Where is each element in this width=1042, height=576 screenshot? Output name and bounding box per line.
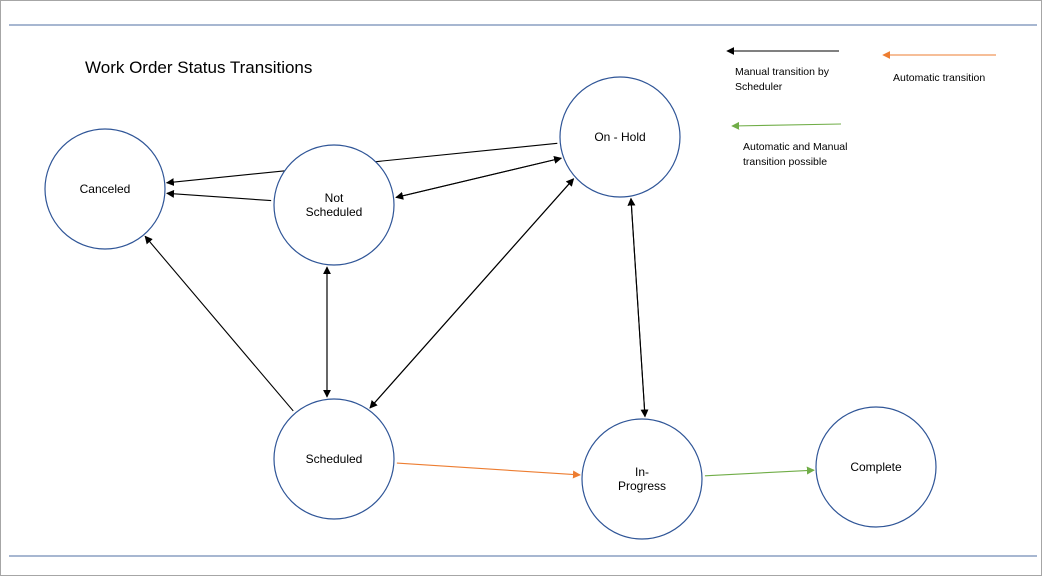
node-circle: [559, 76, 681, 198]
node-label: Not: [325, 191, 344, 205]
node-label: Scheduled: [306, 205, 363, 219]
legend-item-manual: Manual transition by Scheduler: [726, 47, 839, 93]
node-canceled: Canceled: [44, 128, 166, 250]
node-scheduled: Scheduled: [273, 398, 395, 520]
node-label: Progress: [618, 479, 666, 493]
legend-label: Automatic transition: [893, 72, 985, 84]
edges-layer: [144, 142, 815, 479]
legend-label: transition possible: [743, 156, 827, 168]
diagram-title: Work Order Status Transitions: [85, 58, 312, 77]
node-circle: [273, 398, 395, 520]
edge-not-scheduled-to-canceled: [166, 189, 272, 202]
node-on-hold: On - Hold: [559, 76, 681, 198]
node-circle: [44, 128, 166, 250]
node-circle: [815, 406, 937, 528]
node-label: Complete: [850, 460, 902, 474]
edge-on-hold-to-not-scheduled: [395, 157, 561, 200]
legend: Manual transition by Scheduler Automatic t…: [726, 47, 996, 168]
legend-label: Automatic and Manual: [743, 141, 847, 153]
legend-item-automatic: Automatic transition: [882, 51, 996, 84]
edge-scheduled-to-canceled: [144, 235, 294, 412]
legend-label: Scheduler: [735, 81, 783, 93]
node-label: On - Hold: [594, 130, 645, 144]
edge-in-progress-to-complete: [704, 466, 815, 477]
node-label: Scheduled: [306, 452, 363, 466]
node-label: In-: [635, 465, 649, 479]
legend-label: Manual transition by: [735, 66, 830, 78]
edge-scheduled-to-in-progress: [396, 462, 581, 479]
legend-arrow: [731, 121, 842, 130]
node-in-progress: In-Progress: [581, 418, 703, 540]
node-label: Canceled: [80, 182, 131, 196]
node-complete: Complete: [815, 406, 937, 528]
node-circle: [273, 144, 395, 266]
edge-on-hold-to-scheduled: [369, 179, 574, 409]
legend-item-both: Automatic and Manual transition possible: [731, 121, 847, 168]
edge-in-progress-to-on-hold: [627, 197, 646, 416]
node-circle: [581, 418, 703, 540]
